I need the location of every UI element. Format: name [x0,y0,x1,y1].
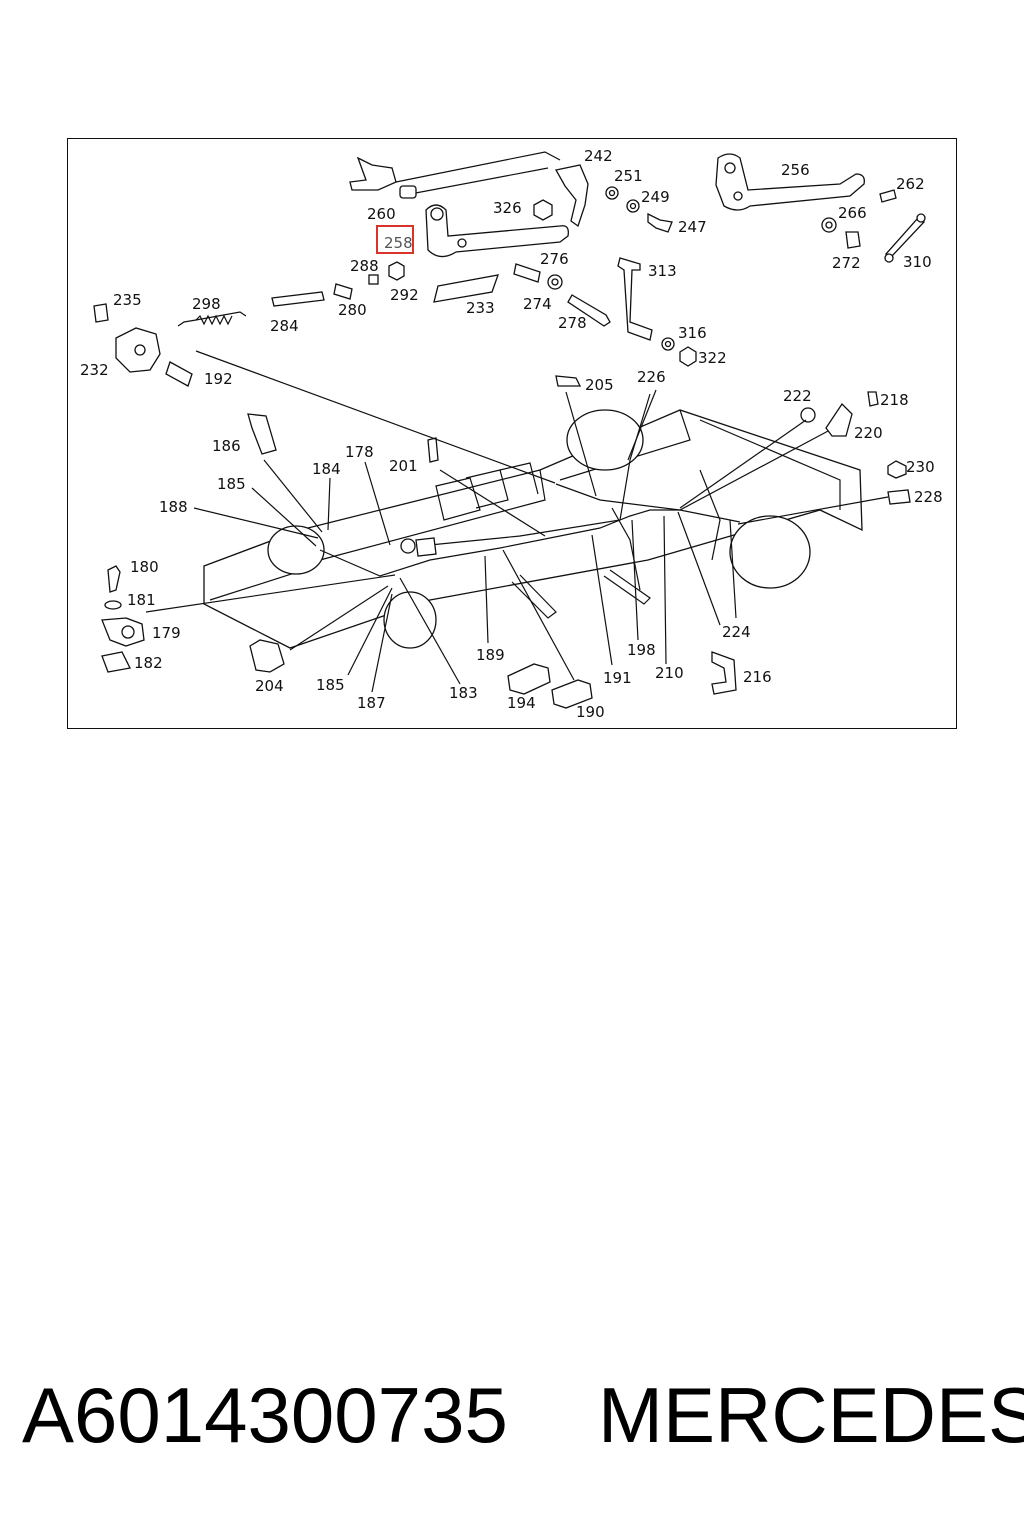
callout-280: 280 [338,301,367,319]
callout-204: 204 [255,677,284,695]
left-parts [93,291,325,387]
callout-181: 181 [127,591,156,609]
callout-326: 326 [493,199,522,217]
callout-210: 210 [655,664,684,682]
callout-274: 274 [523,295,552,313]
callout-191: 191 [603,669,632,687]
callout-224: 224 [722,623,751,641]
highlighted-part-label: 258 [384,234,413,252]
callout-276: 276 [540,250,569,268]
lower-left-parts [101,565,593,709]
callout-194: 194 [507,694,536,712]
callout-233: 233 [466,299,495,317]
callout-260: 260 [367,205,396,223]
callout-288: 288 [350,257,379,275]
callout-228: 228 [914,488,943,506]
callout-187: 187 [357,694,386,712]
chassis-frame [203,393,863,649]
callout-180: 180 [130,558,159,576]
callout-256: 256 [781,161,810,179]
callout-272: 272 [832,254,861,272]
callout-190: 190 [576,703,605,721]
callout-298: 298 [192,295,221,313]
callout-220: 220 [854,424,883,442]
callout-292: 292 [390,286,419,304]
part-number: A6014300735 [22,1371,508,1459]
brand-name: MERCEDES [598,1371,1024,1459]
callout-201: 201 [389,457,418,475]
leader-lines [145,350,889,693]
callout-183: 183 [449,684,478,702]
callout-205: 205 [585,376,614,394]
callout-186: 186 [212,437,241,455]
callout-316: 316 [678,324,707,342]
callout-179: 179 [152,624,181,642]
callout-184: 184 [312,460,341,478]
callout-232: 232 [80,361,109,379]
callout-178: 178 [345,443,374,461]
callout-262: 262 [896,175,925,193]
callout-249: 249 [641,188,670,206]
callout-198: 198 [627,641,656,659]
callout-266: 266 [838,204,867,222]
upper-linkage [333,151,926,367]
caption: A6014300735 MERCEDES [0,1370,1024,1470]
callout-189: 189 [476,646,505,664]
right-parts [247,375,911,695]
exploded-parts-diagram: 258 242 251 249 247 256 262 266 272 310 … [80,147,943,721]
callout-labels: 242 251 249 247 256 262 266 272 310 260 … [80,147,943,721]
callout-247: 247 [678,218,707,236]
highlight-box [376,225,414,254]
callout-216: 216 [743,668,772,686]
callout-222: 222 [783,387,812,405]
callout-322: 322 [698,349,727,367]
callout-284: 284 [270,317,299,335]
callout-235: 235 [113,291,142,309]
callout-185-upper: 185 [217,475,246,493]
callout-251: 251 [614,167,643,185]
callout-192: 192 [204,370,233,388]
callout-185-lower: 185 [316,676,345,694]
callout-310: 310 [903,253,932,271]
callout-218: 218 [880,391,909,409]
callout-188: 188 [159,498,188,516]
callout-242: 242 [584,147,613,165]
callout-278: 278 [558,314,587,332]
callout-226: 226 [637,368,666,386]
callout-230: 230 [906,458,935,476]
callout-313: 313 [648,262,677,280]
callout-182: 182 [134,654,163,672]
